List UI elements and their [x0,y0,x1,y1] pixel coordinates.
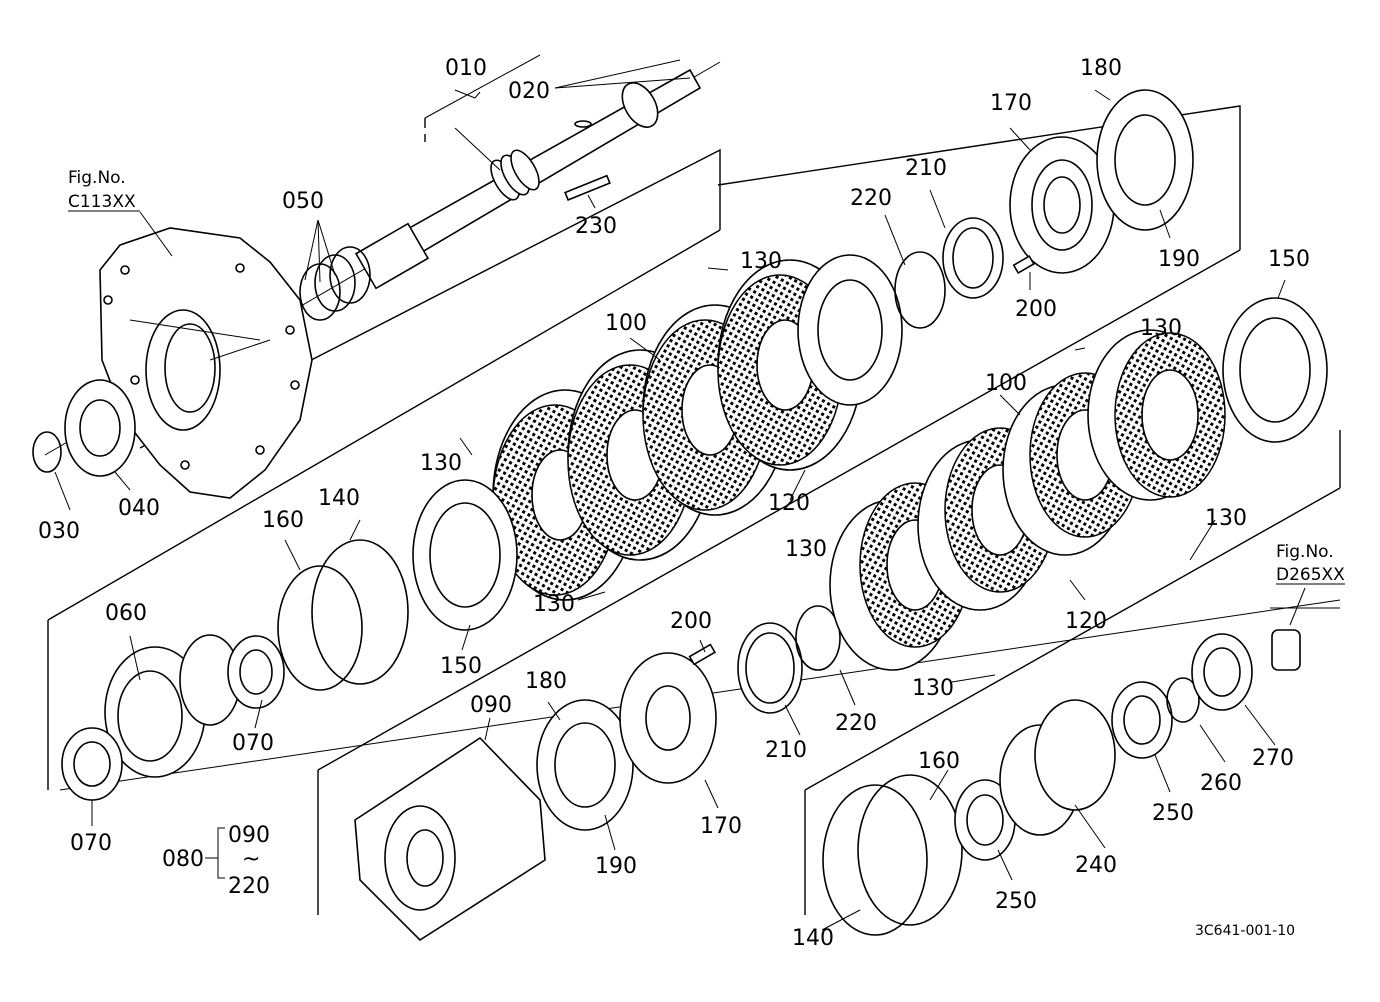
callout-250-right: 250 [1152,801,1194,826]
callout-200-lower: 200 [670,609,712,634]
callout-080: 080 [162,847,204,872]
callout-150-left: 150 [440,654,482,679]
callout-250-left: 250 [995,889,1037,914]
callout-120-lower: 120 [1065,609,1107,634]
callout-220-upper: 220 [850,186,892,211]
callout-130-d: 130 [785,537,827,562]
callout-140-upper: 140 [318,486,360,511]
callout-230: 230 [575,214,617,239]
callout-130-e: 130 [1140,316,1182,341]
callout-210-lower: 210 [765,738,807,763]
callout-210-upper: 210 [905,156,947,181]
callout-080-range-to: 220 [228,874,270,899]
callout-080-range-tilde: ~ [242,847,260,872]
center-lower-components [536,605,841,831]
input-shaft [354,68,702,290]
drawing-code: 3C641-001-10 [1195,923,1295,939]
callout-070-lower: 070 [70,831,112,856]
callout-130-a: 130 [740,249,782,274]
left-bearings [32,246,371,477]
callout-120-upper: 120 [768,491,810,516]
figure-ref-left-code: C113XX [68,192,136,212]
callout-100-upper: 100 [605,311,647,336]
lower-clutch-pack [829,297,1328,671]
callout-240: 240 [1075,853,1117,878]
callout-130-b: 130 [420,451,462,476]
callout-010: 010 [445,56,487,81]
gear-assembly [61,634,285,801]
callout-180-lower: 180 [525,669,567,694]
callout-270: 270 [1252,746,1294,771]
callout-080-range-from: 090 [228,823,270,848]
callout-140-lower: 140 [792,926,834,951]
lower-right-components [822,629,1301,936]
callout-220-lower: 220 [835,711,877,736]
callout-260: 260 [1200,771,1242,796]
callout-170-upper: 170 [990,91,1032,116]
upper-clutch-pack [492,254,903,601]
callout-190-lower: 190 [595,854,637,879]
callout-130-f: 130 [1205,506,1247,531]
callout-170-lower: 170 [700,814,742,839]
callout-150-right: 150 [1268,247,1310,272]
transmission-housing [99,227,313,499]
figure-ref-right-label: Fig.No. [1276,542,1334,562]
callout-040: 040 [118,496,160,521]
callout-180-upper: 180 [1080,56,1122,81]
callout-130-g: 130 [912,676,954,701]
figure-ref-left: Fig.No. C113XX [68,168,140,212]
callout-labels: 010 020 030 040 050 060 070 070 080 090 … [38,56,1310,951]
callout-050: 050 [282,189,324,214]
callout-070-upper: 070 [232,731,274,756]
figure-ref-left-label: Fig.No. [68,168,126,188]
left-middle-components [277,479,518,691]
callout-190-upper: 190 [1158,247,1200,272]
callout-200-upper: 200 [1015,297,1057,322]
callout-160-right: 160 [918,749,960,774]
callout-030: 030 [38,519,80,544]
callout-160-left: 160 [262,508,304,533]
clutch-drum [354,736,546,942]
figure-ref-right: Fig.No. D265XX [1276,542,1345,585]
callout-020: 020 [508,79,550,104]
leader-lines [54,54,1340,931]
upper-right-components [894,89,1194,329]
figure-ref-right-code: D265XX [1276,565,1345,585]
callout-090: 090 [470,693,512,718]
callout-130-c: 130 [533,592,575,617]
callout-100-lower: 100 [985,371,1027,396]
callout-060: 060 [105,601,147,626]
